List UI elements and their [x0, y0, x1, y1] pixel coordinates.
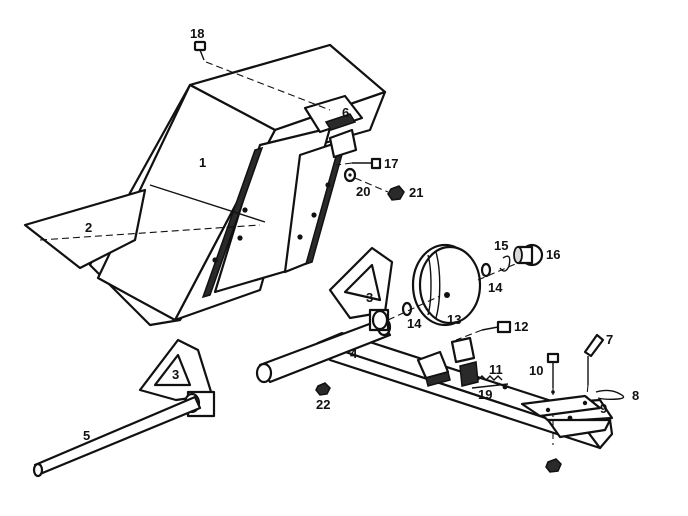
- cotter-pin-part-8: [595, 389, 625, 401]
- callout-1: 1: [199, 155, 206, 170]
- callout-6: 6: [342, 105, 349, 120]
- callout-4: 4: [350, 346, 358, 361]
- callout-5: 5: [83, 428, 90, 443]
- bolt-part-12: [455, 320, 512, 341]
- washer-part-14-upper: [477, 261, 521, 281]
- nut-part-21: [354, 177, 405, 201]
- callout-8: 8: [632, 388, 639, 403]
- callout-16: 16: [546, 247, 560, 262]
- bolt-part-17: [335, 157, 382, 170]
- callout-3-rear: 3: [366, 290, 373, 305]
- callout-15: 15: [494, 238, 508, 253]
- pin-part-19: [471, 383, 509, 389]
- pivot-bracket: [450, 336, 479, 387]
- axle-rod-part-5: [32, 395, 202, 478]
- callout-18: 18: [190, 26, 204, 41]
- callout-7: 7: [606, 332, 613, 347]
- lower-nut: [545, 458, 562, 473]
- callout-11: 11: [489, 362, 503, 377]
- callout-10: 10: [529, 363, 543, 378]
- nut-part-22: [315, 382, 331, 396]
- washer-part-20: [343, 167, 357, 183]
- side-bracket-part-3-rear: [328, 246, 394, 332]
- callout-3-front: 3: [172, 367, 179, 382]
- callout-13: 13: [447, 312, 461, 327]
- callout-12: 12: [514, 319, 528, 334]
- callout-19: 19: [478, 387, 492, 402]
- callout-20: 20: [356, 184, 370, 199]
- hitch-plate-part-9: [520, 394, 602, 418]
- callout-22: 22: [316, 397, 330, 412]
- callout-2: 2: [85, 220, 92, 235]
- spring-part-11: [477, 375, 503, 381]
- clip-part-15: [499, 255, 511, 272]
- bolt-part-18: [193, 40, 331, 111]
- callout-14-lower: 14: [407, 316, 422, 331]
- deflector-plate-part-2: [23, 188, 261, 270]
- wheel-part-13: [411, 243, 482, 327]
- bolt-part-10: [546, 352, 560, 445]
- hopper-part-1: [88, 43, 387, 327]
- side-bracket-part-3-front: [138, 338, 216, 418]
- callout-17: 17: [384, 156, 398, 171]
- hubcap-part-16: [513, 243, 544, 267]
- washer-part-14-lower: [387, 295, 441, 321]
- callout-14-upper: 14: [488, 280, 503, 295]
- hitch-pin-part-7: [583, 333, 605, 406]
- bracket-part-6: [303, 94, 364, 159]
- callout-21: 21: [409, 185, 423, 200]
- callout-9: 9: [600, 401, 607, 416]
